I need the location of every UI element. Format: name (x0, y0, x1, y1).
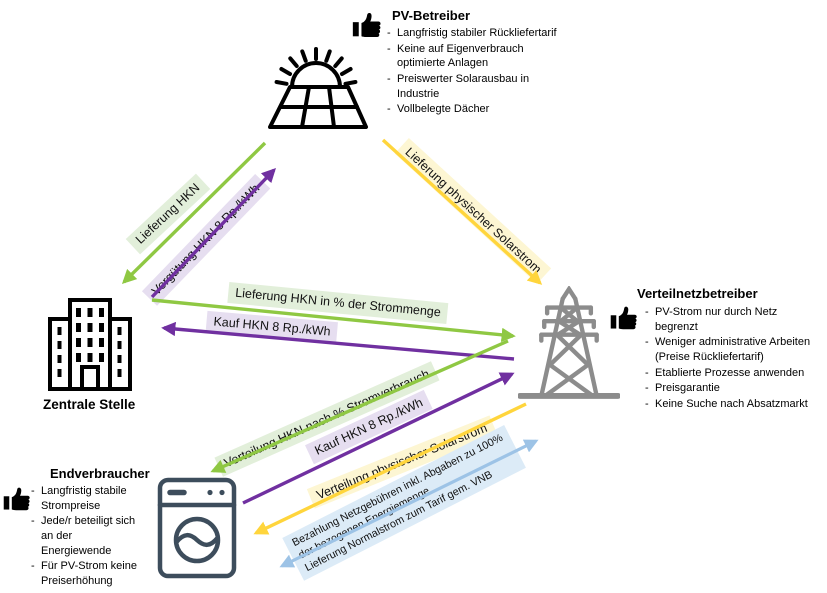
office-building-icon (45, 297, 135, 392)
list-item: Etablierte Prozesse anwenden (644, 366, 827, 381)
list-item: PV-Strom nur durch Netz begrenzt (644, 305, 827, 334)
list-item: Keine auf Eigenverbrauch optimierte Anla… (386, 42, 586, 71)
list-item: Für PV-Strom keine Preiserhöhung (30, 559, 165, 588)
arrow-label-lieferung-solarstrom: Lieferung physischer Solarstrom (394, 137, 552, 285)
list-item: Vollbelegte Dächer (386, 102, 586, 117)
list-item: Langfristig stabiler Rückliefertarif (386, 26, 586, 41)
arrow-label-kauf-hkn-mitte: Kauf HKN 8 Rp./kWh (205, 310, 339, 344)
endverbraucher-title: Endverbraucher (50, 466, 150, 481)
list-item: Weniger administrative Arbeiten (Preise … (644, 335, 827, 364)
list-item: Keine Suche nach Absatzmarkt (644, 397, 827, 412)
solar-panel-sun-icon (262, 27, 372, 132)
list-item: Preisgarantie (644, 381, 827, 396)
thumbs-up-icon (351, 8, 383, 40)
list-item: Preiswerter Solarausbau in Industrie (386, 72, 586, 101)
zentrale-stelle-title: Zentrale Stelle (43, 397, 136, 412)
list-item: Jede/r beteiligt sich an der Energiewend… (30, 514, 165, 558)
washing-machine-icon (157, 477, 237, 579)
verteilnetzbetreiber-bullets: PV-Strom nur durch Netz begrenzt Weniger… (644, 305, 827, 412)
verteilnetzbetreiber-title: Verteilnetzbetreiber (637, 286, 758, 301)
transmission-tower-icon (518, 286, 620, 400)
endverbraucher-bullets: Langfristig stabile Strompreise Jede/r b… (30, 484, 165, 589)
list-item: Langfristig stabile Strompreise (30, 484, 165, 513)
thumbs-up-icon (2, 483, 32, 513)
thumbs-up-icon (609, 302, 639, 332)
pv-betreiber-bullets: Langfristig stabiler Rückliefertarif Kei… (386, 26, 586, 118)
pv-betreiber-title: PV-Betreiber (392, 8, 471, 23)
